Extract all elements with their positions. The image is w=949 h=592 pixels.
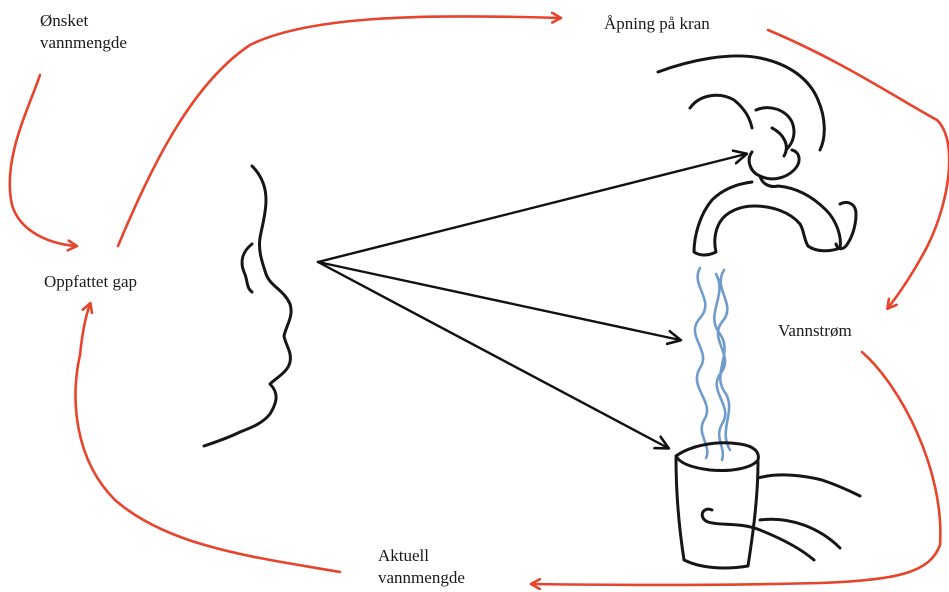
label-actual-line-2: vannmengde [378,567,465,589]
arrow-desired-to-gap [10,75,76,246]
label-faucet-opening: Åpning på kran [604,13,710,35]
label-actual-water-amount: Aktuell vannmengde [378,545,465,589]
arrow-gap-to-faucet [118,16,560,246]
cup-sketch [676,443,758,568]
label-water-flow: Vannstrøm [778,320,852,342]
gaze-arrow-to-cup [318,262,668,448]
face-eye-sketch [242,244,252,292]
cup-hand-sketch [702,475,860,560]
label-desired-line-2: vannmengde [40,32,127,54]
label-desired-line-1: Ønsket [40,10,127,32]
arrow-actual-to-gap [76,304,340,572]
gaze-arrow-to-faucet [318,154,746,262]
faucet-sketch [694,150,840,255]
gaze-arrow-to-flow [318,262,680,340]
label-perceived-gap: Oppfattet gap [44,271,137,293]
hand-fingers-sketch [690,95,794,156]
face-profile-sketch [204,166,291,446]
water-stream-sketch [695,268,730,460]
hand-sketch [658,56,824,150]
label-desired-water-amount: Ønsket vannmengde [40,10,127,54]
label-actual-line-1: Aktuell [378,545,465,567]
